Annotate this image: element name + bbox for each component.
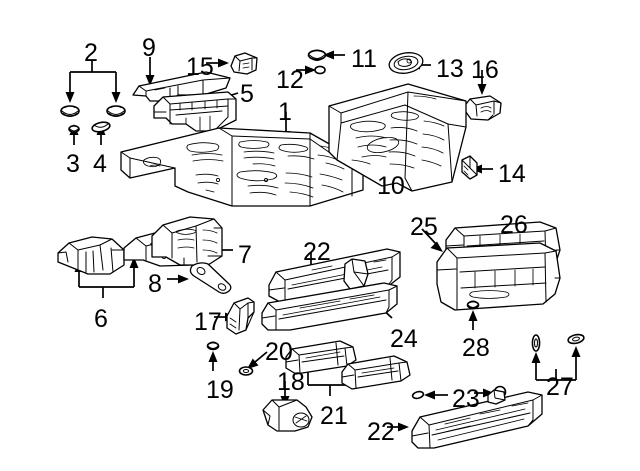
callout-7: 7 [238,241,252,269]
callout-5: 5 [240,80,254,108]
callout-6: 6 [94,305,108,333]
callout-27: 27 [546,373,574,401]
part-rear-floor-pan [328,83,467,192]
callout-18: 18 [277,368,305,396]
callout-17: 17 [194,308,222,336]
callout-28: 28 [462,334,490,362]
part-oval-plug [91,121,111,133]
callout-20: 20 [265,338,293,366]
part-small-plug [68,125,80,134]
part-grommet-pair [531,333,585,352]
callout-9: 9 [142,34,156,62]
part-front-floor-crossmember [153,91,237,132]
callout-13: 13 [436,55,464,83]
callout-8: 8 [148,270,162,298]
part-link-bracket [189,262,232,294]
callout-19: 19 [206,376,234,404]
callout-12: 12 [276,66,304,94]
part-front-floor-pan [120,127,364,207]
callout-15: 15 [186,53,214,81]
part-washer-grommet [238,366,254,376]
callout-21: 21 [320,402,348,430]
callout-24: 24 [390,325,418,353]
callout-16: 16 [471,56,499,84]
callout-23: 23 [452,385,480,413]
part-corner-clip [461,155,478,180]
part-seat-support-brace-left [57,236,125,275]
part-seat-crossmember-bracket [151,216,223,266]
part-oval-access-cover [388,52,424,74]
callout-11: 11 [351,45,377,73]
part-floor-nut [206,341,220,351]
part-crossmember-nut [466,300,480,310]
part-floor-plug-pair [60,105,126,117]
callout-3: 3 [66,150,80,178]
callout-14: 14 [498,160,526,188]
callout-25: 25 [410,213,438,241]
part-rear-crossmember-lower [436,242,561,311]
part-gusset-bracket [262,399,313,432]
part-side-rail-lower [341,355,411,390]
part-rear-floor-plug [307,49,327,61]
part-side-rail-upper [285,340,357,375]
part-small-bracket [230,52,258,75]
callout-1: 1 [278,98,292,126]
callout-4: 4 [93,150,107,178]
part-side-member-bracket [226,297,255,335]
part-rocker-inner-member-lower [411,389,543,449]
callout-2: 2 [84,39,98,67]
part-floor-side-rail [261,282,398,331]
callout-10: 10 [377,172,405,200]
callout-26: 26 [500,211,528,239]
callout-22-upper: 22 [303,238,331,266]
part-small-grommet [314,65,326,75]
part-rear-reinforcement-plate [462,95,502,121]
callout-22-lower: 22 [367,418,395,446]
